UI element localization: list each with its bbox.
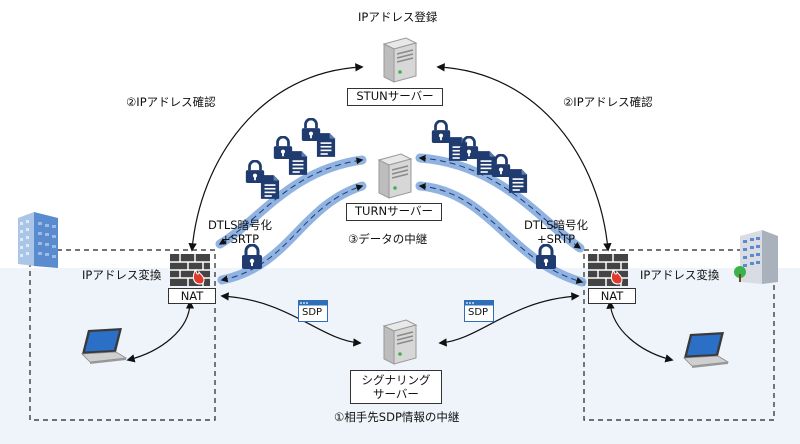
signaling-server-box: シグナリング サーバー <box>350 370 442 404</box>
sdp-left-label: SDP <box>302 307 323 318</box>
dtls-left-label: DTLS暗号化 +SRTP <box>207 218 273 246</box>
document-icon <box>316 133 336 157</box>
stun-register-label: IPアドレス登録 <box>358 10 438 24</box>
padlock-icon <box>240 244 264 270</box>
ip-translate-left-label: IPアドレス変換 <box>82 268 162 282</box>
ip-confirm-left-label: ②IPアドレス確認 <box>126 95 216 109</box>
padlock-icon <box>430 120 452 144</box>
ip-translate-right-label: IPアドレス変換 <box>640 268 720 282</box>
firewall-icon-left <box>170 254 210 286</box>
right-site-boundary <box>583 249 775 421</box>
stun-server-box: STUNサーバー <box>347 88 443 106</box>
signaling-arc-right <box>438 292 580 347</box>
office-building-icon-right <box>734 230 778 284</box>
sdp-right-label: SDP <box>468 307 489 318</box>
nat-laptop-arrow-right <box>606 300 674 363</box>
stun-arc-left <box>188 63 364 252</box>
signaling-arc-left <box>220 292 362 347</box>
data-relay-label: ③データの中継 <box>348 232 428 246</box>
document-icon <box>508 169 528 193</box>
padlock-icon <box>534 244 558 270</box>
ip-confirm-right-label: ②IPアドレス確認 <box>563 95 653 109</box>
turn-server-icon <box>378 153 412 199</box>
firewall-icon-right <box>588 254 628 286</box>
laptop-icon-left <box>81 327 127 365</box>
turn-server-box: TURNサーバー <box>346 203 442 221</box>
office-building-icon-left <box>18 212 58 268</box>
document-icon <box>288 151 308 175</box>
dtls-right-label: DTLS暗号化 +SRTP <box>523 218 589 246</box>
padlock-icon <box>490 154 512 178</box>
signaling-server-icon <box>383 319 417 365</box>
stun-arc-right <box>436 63 612 252</box>
sdp-relay-label: ①相手先SDP情報の中継 <box>334 410 460 424</box>
document-icon <box>260 175 280 199</box>
padlock-icon <box>458 136 480 160</box>
nat-box-left: NAT <box>168 288 216 304</box>
nat-box-right: NAT <box>588 288 636 304</box>
left-site-boundary <box>29 249 216 421</box>
nat-laptop-arrow-left <box>126 300 195 363</box>
stun-server-icon <box>383 37 417 83</box>
laptop-icon-right <box>683 331 729 369</box>
